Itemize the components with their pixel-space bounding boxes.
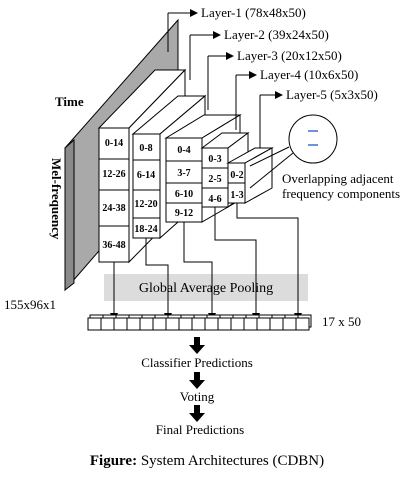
feature-cell — [217, 317, 232, 331]
global-average-pooling-label: Global Average Pooling — [139, 281, 273, 296]
pooling-arrow — [145, 238, 172, 321]
feature-cell — [256, 317, 271, 331]
time-axis-label: Time — [55, 94, 84, 109]
band-label: 3-7 — [177, 168, 190, 179]
pooling-arrow — [236, 203, 302, 321]
feature-cell — [100, 317, 115, 331]
feature-cell — [178, 317, 193, 331]
flow-arrow — [189, 337, 205, 354]
input-size-label: 155x96x1 — [4, 297, 56, 312]
flow-arrow — [189, 372, 205, 389]
caption-label: Figure: — [89, 453, 138, 469]
classifier-predictions-label: Classifier Predictions — [141, 355, 253, 370]
overlap-link — [249, 152, 294, 189]
feature-cell — [165, 317, 180, 331]
overlap-note-line2: frequency components — [282, 186, 400, 201]
band-label: 36-48 — [102, 240, 125, 251]
band-label: 0-8 — [139, 143, 152, 154]
pooling-arrow — [183, 222, 216, 321]
band-label: 9-12 — [175, 208, 193, 219]
band-label: 0-14 — [105, 138, 123, 149]
feature-cell — [282, 317, 297, 331]
band-label: 2-5 — [208, 174, 221, 185]
feature-cell — [243, 317, 258, 331]
feature-cell — [269, 317, 284, 331]
feature-vector — [87, 314, 312, 331]
band-label: 6-10 — [175, 189, 193, 200]
feature-cell — [152, 317, 167, 331]
feature-cell — [230, 317, 245, 331]
band-label: 0-3 — [208, 154, 221, 165]
feature-cell — [204, 317, 219, 331]
voting-label: Voting — [180, 389, 215, 404]
figure-caption: Figure: System Architectures (CDBN) — [0, 453, 414, 470]
band-label: 12-20 — [134, 199, 157, 210]
layer1-block-front — [98, 127, 130, 263]
layer-label: Layer-5 (5x3x50) — [286, 87, 378, 102]
layer-label: Layer-2 (39x24x50) — [224, 27, 329, 42]
input-slab-edge — [64, 138, 75, 292]
feature-cell — [126, 317, 141, 331]
feature-cell — [113, 317, 128, 331]
feature-cell — [87, 317, 102, 331]
overlap-zoom-circle — [288, 114, 338, 164]
band-label: 18-24 — [134, 224, 157, 235]
layer-label: Layer-3 (20x12x50) — [237, 48, 342, 63]
band-label: 0-4 — [177, 145, 190, 156]
feature-size-label: 17 x 50 — [322, 314, 361, 329]
feature-cell — [191, 317, 206, 331]
layer-label: Layer-4 (10x6x50) — [260, 67, 358, 82]
overlap-link — [249, 146, 290, 167]
flow-arrow — [189, 405, 205, 422]
feature-cell — [295, 317, 310, 331]
feature-cell — [139, 317, 154, 331]
pooling-arrow — [214, 207, 260, 321]
band-label: 6-14 — [137, 170, 155, 181]
band-label: 0-2 — [230, 170, 243, 181]
band-label: 1-3 — [230, 190, 243, 201]
band-label: 12-26 — [102, 169, 125, 180]
overlap-note-line1: Overlapping adjacent — [282, 171, 394, 186]
mel-frequency-axis-label: Mel-frequency — [49, 158, 64, 240]
global-average-pooling-band — [104, 274, 308, 301]
final-predictions-label: Final Predictions — [156, 422, 244, 437]
layer-label: Layer-1 (78x48x50) — [201, 5, 306, 20]
band-label: 24-38 — [102, 203, 125, 214]
layer3-block-front — [165, 137, 203, 223]
band-label: 4-6 — [208, 194, 221, 205]
caption-text: System Architectures (CDBN) — [140, 453, 325, 469]
